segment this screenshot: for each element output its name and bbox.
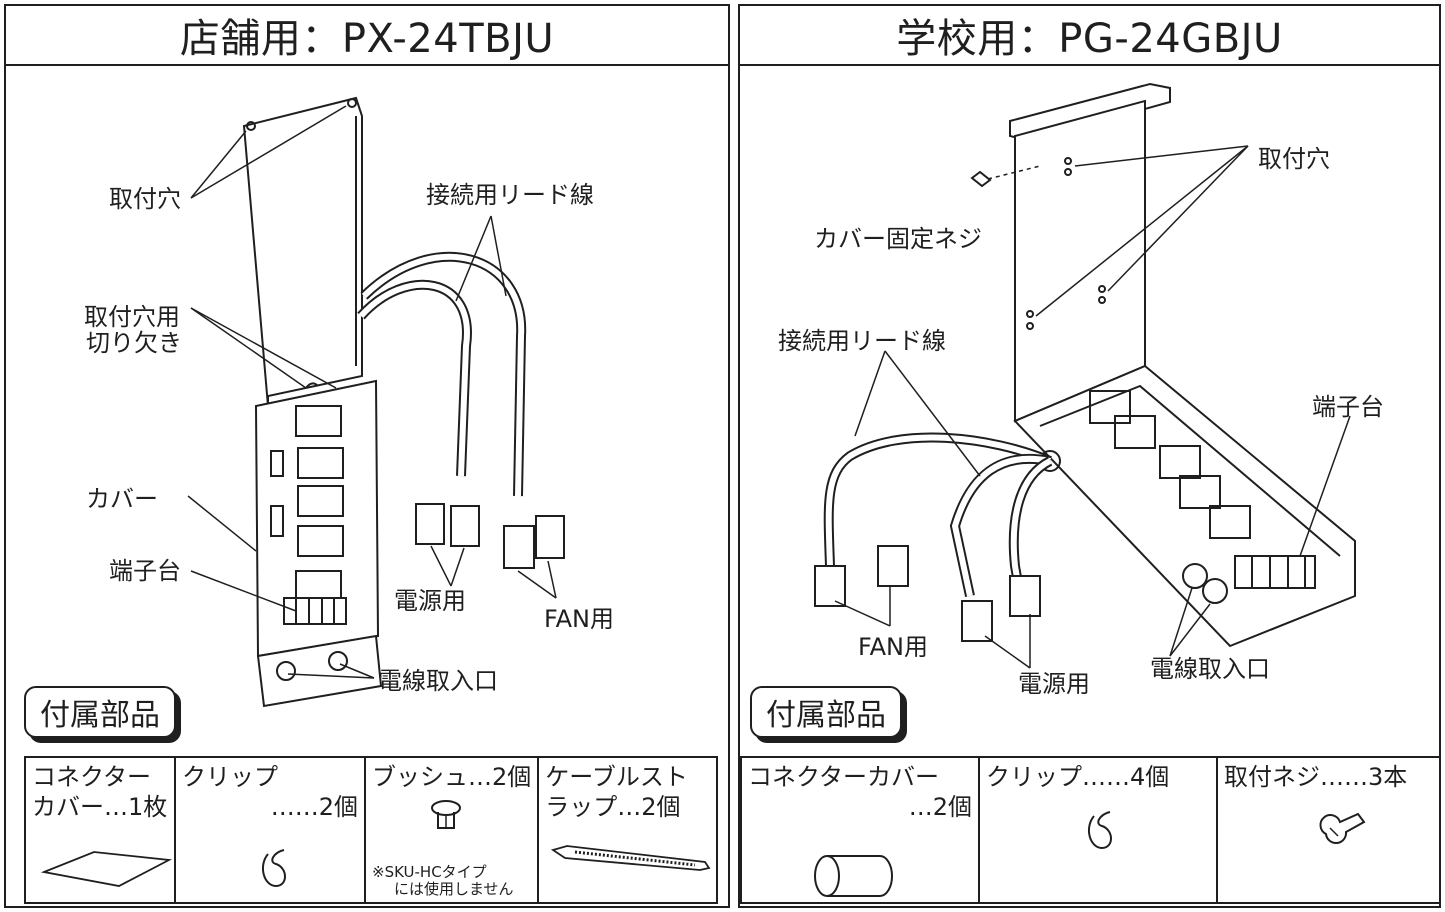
- bushing-icon: [431, 800, 461, 829]
- label-cover: カバー: [86, 485, 158, 513]
- label-fan: FAN用: [858, 633, 928, 661]
- left-panel: 店舗用：PX-24TBJU: [4, 4, 730, 908]
- label-lead-wire: 接続用リード線: [426, 181, 594, 209]
- label-terminal-block: 端子台: [109, 557, 181, 585]
- label-mounting-holes: 取付穴: [109, 185, 181, 213]
- clip-icon: [261, 849, 286, 888]
- label-terminal-block: 端子台: [1312, 393, 1384, 421]
- left-accessories-table: コネクター カバー…1枚 クリップ ……2個 ブッシュ…2個: [24, 756, 718, 904]
- label-mounting-holes: 取付穴: [1258, 145, 1330, 173]
- right-panel-title: 学校用：PG-24GBJU: [740, 6, 1439, 66]
- label-power: 電源用: [394, 587, 466, 615]
- left-accessories-title: 付属部品: [24, 686, 176, 738]
- right-accessories-title: 付属部品: [750, 686, 902, 738]
- accessory-bushing: ブッシュ…2個 ※SKU-HCタイプ には使用しません: [363, 756, 540, 904]
- label-wire-entry: 電線取入口: [1150, 655, 1270, 683]
- accessory-mounting-screw: 取付ネジ……3本: [1216, 756, 1441, 904]
- accessory-cable-strap: ケーブルスト ラップ…2個: [537, 756, 718, 904]
- label-notch-line1: 取付穴用: [84, 303, 180, 331]
- left-panel-title: 店舗用：PX-24TBJU: [6, 6, 728, 66]
- accessory-connector-cover: コネクター カバー…1枚: [24, 756, 176, 904]
- accessory-clip: クリップ……4個: [978, 756, 1218, 904]
- accessory-clip: クリップ ……2個: [174, 756, 366, 904]
- cable-strap-icon: [551, 845, 711, 871]
- px24tbju-diagram: [187, 96, 565, 708]
- label-fan: FAN用: [544, 605, 614, 633]
- label-lead-wire: 接続用リード線: [778, 327, 946, 355]
- clip-icon: [1087, 811, 1112, 850]
- screw-icon: [1319, 812, 1366, 844]
- label-wire-entry: 電線取入口: [378, 667, 498, 695]
- connector-cover-sheet-icon: [40, 851, 173, 887]
- pg24gbju-diagram: [814, 82, 1356, 669]
- label-cover-screw: カバー固定ネジ: [814, 225, 982, 253]
- right-panel: 学校用：PG-24GBJU: [738, 4, 1441, 908]
- accessory-connector-cover: コネクターカバー …2個: [740, 756, 980, 904]
- right-accessories-table: コネクターカバー …2個 クリップ……4個 取付ネジ……3本: [740, 756, 1441, 904]
- connector-cover-cylinder-icon: [814, 855, 893, 897]
- label-power: 電源用: [1018, 670, 1090, 698]
- label-notch-line2: 切り欠き: [86, 329, 182, 357]
